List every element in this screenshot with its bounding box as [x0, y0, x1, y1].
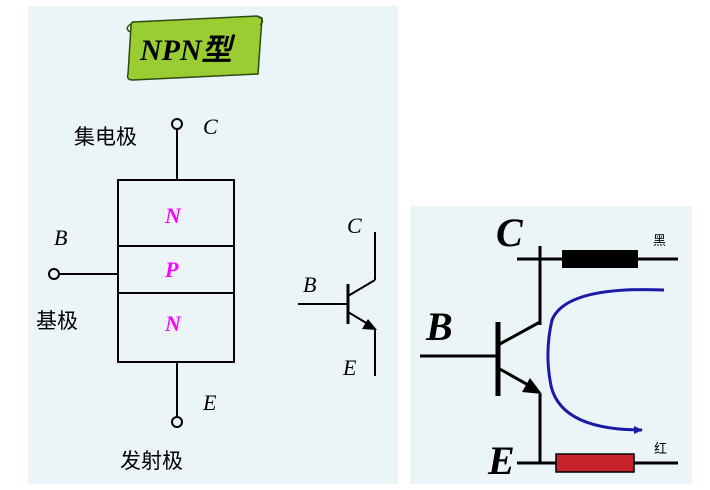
emitter-terminal — [171, 416, 183, 428]
base-terminal — [48, 268, 60, 280]
emitter-label: 发射极 — [120, 449, 183, 473]
banner-title: NPN型 — [139, 34, 236, 67]
collector-label: 集电极 — [74, 125, 137, 149]
layer-n-top: N — [164, 203, 182, 228]
black-probe — [562, 250, 638, 268]
transistor-structure: 集电极 C N P N B 基极 E 发射极 — [36, 114, 235, 473]
circuit-emitter-arrow — [522, 378, 542, 394]
base-label: 基极 — [36, 309, 78, 333]
structure-b-letter: B — [54, 225, 67, 250]
collector-terminal — [171, 118, 183, 130]
circuit-emitter-diag — [497, 366, 531, 388]
circuit-b-letter: B — [425, 304, 453, 349]
symbol-b-letter: B — [303, 272, 316, 297]
npn-symbol: C B E — [298, 213, 377, 380]
symbol-e-letter: E — [342, 355, 357, 380]
circuit-c-letter: C — [496, 210, 524, 255]
layer-n-bottom: N — [164, 311, 182, 336]
layer-p: P — [164, 257, 179, 282]
symbol-emitter-arrow — [362, 319, 377, 330]
symbol-c-letter: C — [347, 213, 362, 238]
symbol-emitter-diag — [347, 311, 369, 325]
npn-banner: NPN型 — [126, 15, 264, 81]
symbol-collector-diag — [347, 279, 376, 297]
structure-c-letter: C — [203, 114, 218, 139]
current-flow-arrow — [546, 288, 665, 434]
structure-e-letter: E — [202, 390, 217, 415]
circuit-panel — [410, 206, 692, 484]
red-probe — [555, 453, 635, 473]
red-probe-label: 红 — [654, 441, 667, 457]
black-probe-label: 黑 — [653, 234, 666, 249]
measurement-circuit: C B E 黑 红 — [420, 210, 678, 483]
circuit-e-letter: E — [487, 438, 515, 483]
circuit-collector-diag — [497, 320, 541, 347]
